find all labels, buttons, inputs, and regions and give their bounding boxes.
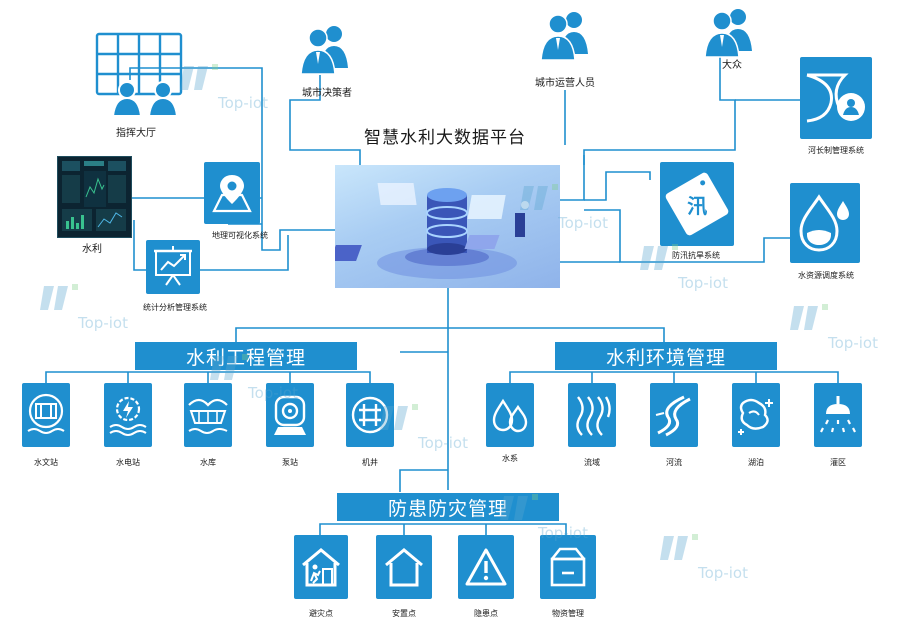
irrigation-icon [820,396,856,433]
environment-item-river[interactable] [650,383,698,447]
geo-viz-label: 地理可视化系统 [212,231,268,240]
map-pin-icon [212,175,252,213]
environment-label-1: 流域 [584,458,600,467]
disaster-label-2: 隐患点 [474,609,498,618]
role-label-operator: 城市运营人员 [535,78,595,89]
flood-tile[interactable]: 汛 [660,162,734,246]
pump-station-icon [274,395,306,435]
environment-item-irrigation[interactable] [814,383,862,447]
engineering-item-hydropower-station[interactable] [104,383,152,447]
river-chief-label: 河长制管理系统 [808,146,864,155]
hydrology-station-icon [27,393,65,434]
platform-title: 智慧水利大数据平台 [364,128,526,148]
engineering-item-well[interactable] [346,383,394,447]
role-label-decision-maker: 城市决策者 [302,88,352,99]
banner-disaster: 防患防灾管理 [337,493,559,521]
engineering-label-3: 泵站 [282,458,298,467]
shelter-icon [302,548,340,587]
stats-tile[interactable] [146,240,200,294]
engineering-label-2: 水库 [200,458,216,467]
geo-viz-tile[interactable] [204,162,260,224]
banner-engineering: 水利工程管理 [135,342,357,370]
engineering-label-1: 水电站 [116,458,140,467]
water-label: 水利 [82,244,102,255]
disaster-label-3: 物资管理 [552,609,584,618]
lake-icon [738,398,773,435]
warning-icon [465,548,507,586]
engineering-item-reservoir[interactable] [184,383,232,447]
environment-item-water-system[interactable] [486,383,534,447]
basin-icon [576,396,611,436]
platform-illustration [335,165,560,288]
hydropower-station-icon [109,396,147,436]
reservoir-icon [188,398,228,434]
house-icon [385,548,423,587]
disaster-item-hazard[interactable] [458,535,514,599]
chart-board-icon [154,246,192,286]
command-hall-icon [93,30,185,120]
disaster-label-1: 安置点 [392,609,416,618]
engineering-label-4: 机井 [362,458,378,467]
stats-label: 统计分析管理系统 [143,303,207,312]
environment-label-3: 湖泊 [748,458,764,467]
environment-label-2: 河流 [666,458,682,467]
command-hall-label: 指挥大厅 [116,128,156,139]
disaster-item-supplies[interactable] [540,535,596,599]
river-chief-tile[interactable] [800,57,872,139]
decision-maker-people-icon [296,22,356,77]
water-drops-icon [492,398,528,433]
river-icon [655,395,691,437]
environment-label-4: 灌区 [830,458,846,467]
flood-tag-icon: 汛 [664,171,730,237]
flood-icon-text: 汛 [687,193,707,218]
supply-box-icon [550,547,586,587]
water-dispatch-label: 水资源调度系统 [798,271,854,280]
water-drop-icon [799,194,849,252]
disaster-item-resettlement[interactable] [376,535,432,599]
banner-environment: 水利环境管理 [555,342,777,370]
public-people-icon [700,5,760,60]
water-dashboard-thumbnail [57,156,132,238]
environment-item-lake[interactable] [732,383,780,447]
engineering-label-0: 水文站 [34,458,58,467]
river-person-icon [806,73,865,123]
engineering-item-pump-station[interactable] [266,383,314,447]
engineering-item-hydrology-station[interactable] [22,383,70,447]
environment-label-0: 水系 [502,454,518,463]
environment-item-basin[interactable] [568,383,616,447]
water-dispatch-tile[interactable] [790,183,860,263]
operator-people-icon [536,8,596,63]
well-icon [351,396,389,434]
role-label-public: 大众 [722,60,742,71]
flood-label: 防汛抗旱系统 [672,251,720,260]
disaster-item-shelter[interactable] [294,535,348,599]
disaster-label-0: 避灾点 [309,609,333,618]
